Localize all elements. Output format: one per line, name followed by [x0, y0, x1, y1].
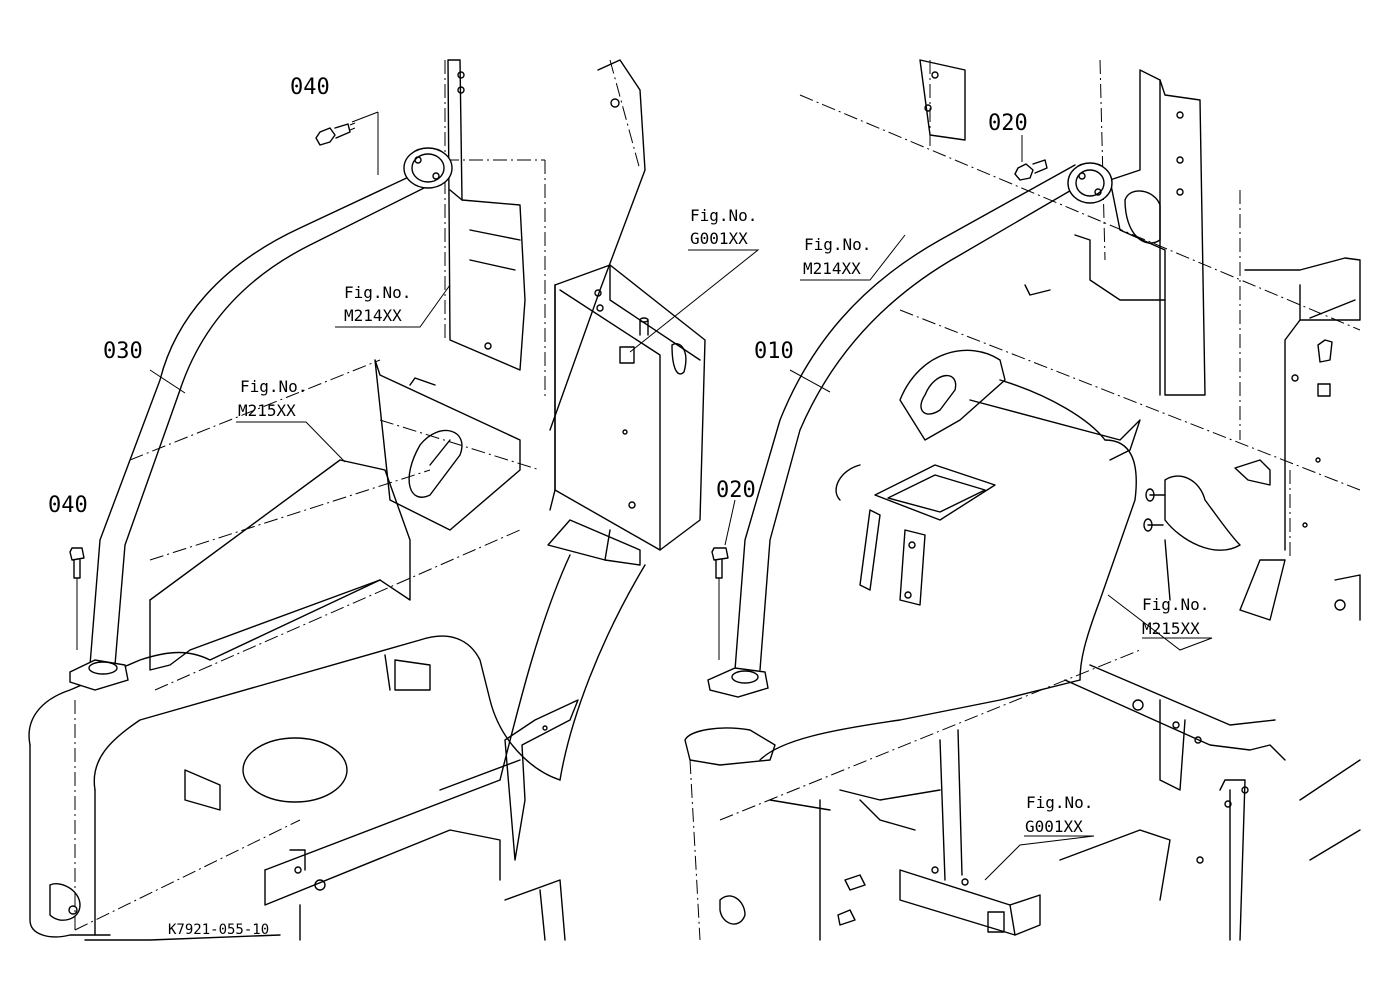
right-ref-m215-label: Fig.No. [1142, 595, 1209, 614]
right-ref-g001-label: Fig.No. [1026, 793, 1093, 812]
left-ref-g001-value: G001XX [690, 229, 748, 248]
left-ref-m214-label: Fig.No. [344, 283, 411, 302]
right-bolt-bottom-graphic [711, 547, 729, 660]
right-ref-m215-value: M215XX [1142, 619, 1200, 638]
right-cab-post [919, 59, 1206, 396]
left-diagonal-frame [499, 554, 646, 861]
left-part-040-bottom: 040 [48, 493, 88, 518]
right-ref-m214-label: Fig.No. [804, 235, 871, 254]
left-handrail-030 [69, 147, 453, 691]
diagram-code: K7921-055-10 [168, 922, 269, 938]
left-ref-g001-label: Fig.No. [690, 206, 757, 225]
left-bracket-g001 [547, 264, 706, 566]
right-panel [684, 59, 1361, 941]
left-part-040-top: 040 [290, 75, 330, 100]
left-fender [28, 579, 561, 941]
left-ref-m215-value: M215XX [238, 401, 296, 420]
left-leader-lines [149, 111, 760, 463]
right-fender [684, 379, 1137, 925]
right-platform [835, 349, 1141, 606]
right-ref-g001-value: G001XX [1025, 817, 1083, 836]
right-frame-rails [819, 664, 1361, 941]
right-bolt-top-graphic [1014, 159, 1048, 181]
right-bracket [1234, 257, 1361, 551]
left-frame-rail [264, 779, 566, 941]
right-ref-m214-value: M214XX [803, 259, 861, 278]
left-ref-m215-label: Fig.No. [240, 377, 307, 396]
left-panel [28, 59, 760, 941]
left-ref-m214-value: M214XX [344, 306, 402, 325]
right-part-020-top: 020 [988, 111, 1028, 136]
left-cab-post [447, 59, 646, 431]
left-frame-centerlines [74, 59, 641, 931]
right-part-010: 010 [754, 339, 794, 364]
left-platform [149, 359, 521, 811]
right-part-020-bottom: 020 [716, 478, 756, 503]
left-part-030: 030 [103, 339, 143, 364]
right-handrail-010 [707, 162, 1113, 698]
right-fitting [1143, 475, 1361, 621]
right-leader-lines [724, 135, 1213, 881]
left-bolt-top-graphic [315, 122, 356, 146]
left-bolt-bottom-graphic [69, 547, 85, 650]
